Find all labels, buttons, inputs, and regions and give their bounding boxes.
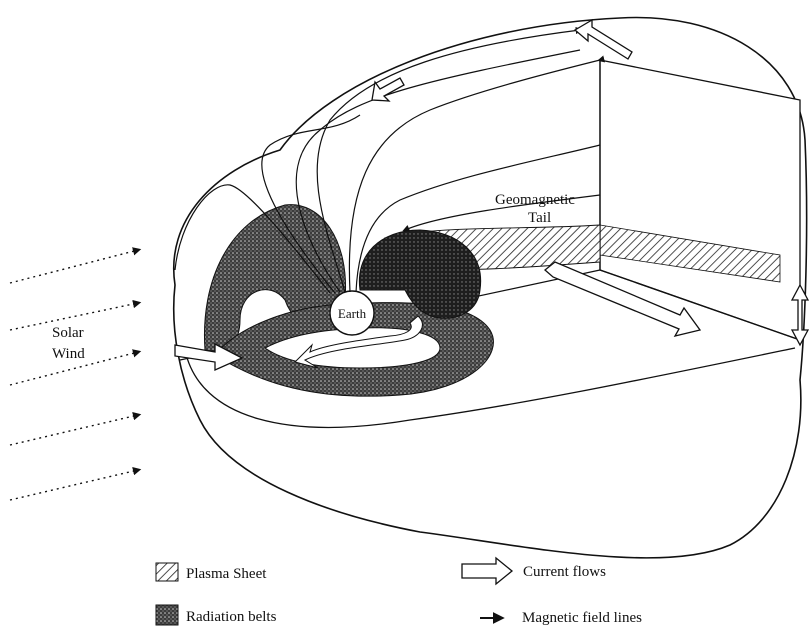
- solar-wind-label-line1: Solar: [52, 325, 84, 341]
- legend-swatch-plasma-sheet: [156, 563, 178, 581]
- legend-current-arrow-icon: [462, 558, 512, 584]
- solar-wind-arrow: [10, 250, 138, 283]
- legend-label-field-lines: Magnetic field lines: [522, 610, 642, 626]
- legend: Plasma Sheet Radiation belts Current flo…: [156, 558, 642, 626]
- legend-swatch-radiation-belts: [156, 605, 178, 625]
- legend-label-plasma-sheet: Plasma Sheet: [186, 566, 267, 582]
- tail-label-line1: Geomagnetic: [495, 192, 575, 208]
- solar-wind-arrow: [10, 470, 138, 500]
- solar-wind-arrows: [10, 250, 138, 500]
- earth-label: Earth: [338, 306, 367, 321]
- solar-wind-arrow: [10, 415, 138, 445]
- solar-wind-label-line2: Wind: [52, 346, 85, 362]
- legend-label-current-flows: Current flows: [523, 564, 606, 580]
- tail-label-line2: Tail: [528, 210, 551, 226]
- legend-label-radiation-belts: Radiation belts: [186, 609, 277, 625]
